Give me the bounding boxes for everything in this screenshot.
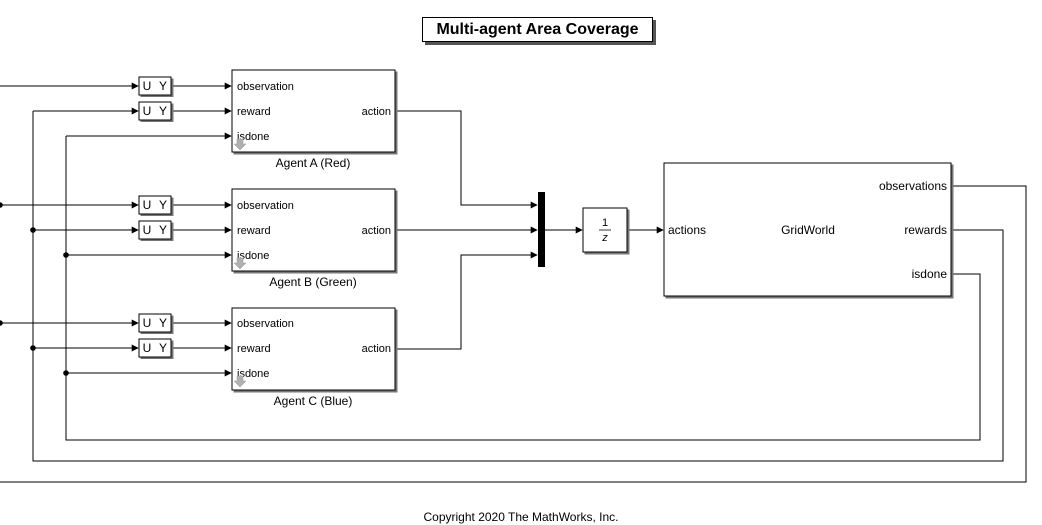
agent-b-name: Agent B (Green) (269, 275, 356, 289)
agent-b-port-action: action (362, 225, 391, 237)
mux-block[interactable] (538, 192, 545, 267)
selector-block-rew-a[interactable]: U Y (138, 101, 172, 121)
svg-text:Y: Y (159, 223, 167, 237)
gridworld-name: GridWorld (781, 223, 835, 237)
copyright-note: Copyright 2020 The MathWorks, Inc. (423, 510, 619, 524)
gridworld-port-actions: actions (668, 223, 706, 237)
agent-a-port-reward: reward (237, 106, 271, 118)
agent-c-port-reward: reward (237, 343, 271, 355)
reset-arrow-icon (233, 375, 247, 388)
svg-text:U: U (143, 79, 152, 93)
svg-text:Y: Y (159, 79, 167, 93)
agent-a-name: Agent A (Red) (276, 156, 351, 170)
svg-text:U: U (143, 316, 152, 330)
gridworld-block[interactable]: actions GridWorld observations rewards i… (663, 162, 952, 297)
diagram-title[interactable]: Multi-agent Area Coverage (422, 17, 653, 42)
isdone-feedback-line[interactable] (65, 136, 981, 441)
rewards-feedback-line[interactable] (32, 111, 1004, 462)
svg-text:Y: Y (159, 104, 167, 118)
selector-block-rew-b[interactable]: U Y (138, 220, 172, 240)
agent-a-port-observation: observation (237, 81, 294, 93)
gridworld-port-isdone: isdone (912, 267, 948, 281)
action-line-a[interactable] (396, 110, 538, 209)
agent-c-name: Agent C (Blue) (274, 394, 353, 408)
signal-lines (0, 82, 1027, 483)
agent-block-c[interactable]: observation reward isdone action Agent C… (231, 307, 396, 408)
agent-block-b[interactable]: observation reward isdone action Agent B… (231, 188, 396, 289)
agent-b-port-isdone: isdone (237, 250, 269, 262)
selector-block-obs-c[interactable]: U Y (138, 313, 172, 333)
agent-a-port-action: action (362, 106, 391, 118)
svg-text:Y: Y (159, 198, 167, 212)
selector-blocks: U Y U Y U Y U Y U Y U Y (138, 76, 172, 358)
observations-feedback-line[interactable] (0, 185, 1027, 483)
svg-text:1: 1 (602, 217, 608, 229)
svg-text:U: U (143, 341, 152, 355)
svg-text:Y: Y (159, 316, 167, 330)
selector-block-obs-a[interactable]: U Y (138, 76, 172, 96)
svg-text:U: U (143, 104, 152, 118)
agent-c-port-isdone: isdone (237, 368, 269, 380)
agent-c-port-action: action (362, 343, 391, 355)
action-line-c[interactable] (396, 251, 538, 350)
unit-delay-block[interactable]: 1 z (582, 207, 628, 253)
gridworld-port-rewards: rewards (904, 223, 947, 237)
svg-text:Y: Y (159, 341, 167, 355)
branch-points (0, 202, 69, 376)
gridworld-port-observations: observations (879, 179, 947, 193)
svg-text:z: z (601, 232, 608, 244)
agent-a-port-isdone: isdone (237, 131, 269, 143)
svg-text:U: U (143, 223, 152, 237)
agent-block-a[interactable]: observation reward isdone action Agent A… (231, 69, 396, 170)
svg-text:U: U (143, 198, 152, 212)
agent-b-port-observation: observation (237, 200, 294, 212)
reset-arrow-icon (233, 257, 247, 270)
selector-block-rew-c[interactable]: U Y (138, 338, 172, 358)
reset-arrow-icon (233, 138, 247, 151)
agent-b-port-reward: reward (237, 225, 271, 237)
selector-block-obs-b[interactable]: U Y (138, 195, 172, 215)
agent-c-port-observation: observation (237, 318, 294, 330)
